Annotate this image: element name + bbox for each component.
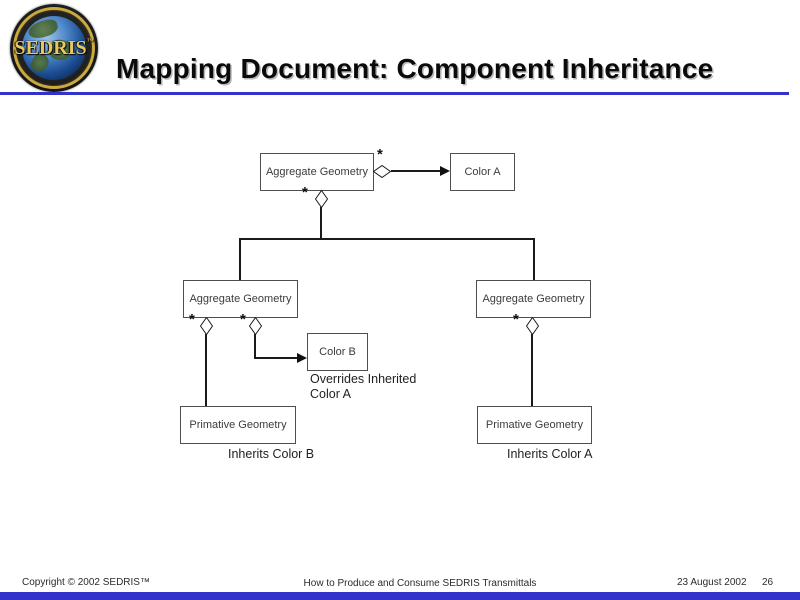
connector-line (239, 238, 241, 280)
note-overrides-inherited: Overrides Inherited Color A (310, 372, 416, 402)
node-aggregate-geometry-left: Aggregate Geometry (183, 280, 298, 318)
arrowhead-icon (440, 166, 450, 176)
node-primative-geometry-left: Primative Geometry (180, 406, 296, 444)
connector-line (531, 334, 533, 406)
sedris-logo: SEDRIS™ (10, 4, 98, 92)
aggregation-diamond-icon (525, 316, 540, 336)
multiplicity-star: * (189, 311, 195, 328)
aggregation-diamond-icon (199, 316, 214, 336)
bottom-accent-bar (0, 592, 800, 600)
connector-line (254, 334, 256, 359)
connector-line (239, 238, 535, 240)
aggregation-diamond-icon (248, 316, 263, 336)
node-color-b: Color B (307, 333, 368, 371)
node-aggregate-geometry-top: Aggregate Geometry (260, 153, 374, 191)
logo-trademark: ™ (86, 37, 94, 45)
logo-wordmark: SEDRIS (14, 37, 87, 59)
connector-line (320, 207, 322, 239)
page-title: Mapping Document: Component Inheritance (116, 53, 714, 84)
note-inherits-color-a: Inherits Color A (507, 447, 593, 461)
footer-date: 23 August 2002 (677, 577, 747, 588)
footer-center-text: How to Produce and Consume SEDRIS Transm… (303, 578, 537, 589)
multiplicity-star: * (513, 311, 519, 328)
aggregation-diamond-icon (314, 189, 329, 209)
title-underline (0, 92, 789, 95)
multiplicity-star: * (302, 184, 308, 201)
multiplicity-star: * (240, 311, 246, 328)
aggregation-diamond-icon (372, 164, 392, 179)
note-line: Overrides Inherited (310, 372, 417, 386)
note-inherits-color-b: Inherits Color B (228, 447, 315, 461)
logo-text: SEDRIS™ (10, 37, 98, 60)
globe-icon (22, 16, 86, 80)
node-primative-geometry-right: Primative Geometry (477, 406, 592, 444)
connector-line (254, 357, 298, 359)
footer-copyright: Copyright © 2002 SEDRIS™ (22, 577, 150, 588)
node-aggregate-geometry-right: Aggregate Geometry (476, 280, 591, 318)
connector-line (391, 170, 441, 172)
footer-page-number: 26 (762, 577, 774, 588)
arrowhead-icon (297, 353, 307, 363)
note-line: Color A (310, 387, 351, 401)
multiplicity-star: * (377, 146, 383, 163)
connector-line (533, 238, 535, 280)
node-color-a: Color A (450, 153, 515, 191)
connector-line (205, 334, 207, 406)
logo-gold-ring (13, 7, 95, 89)
